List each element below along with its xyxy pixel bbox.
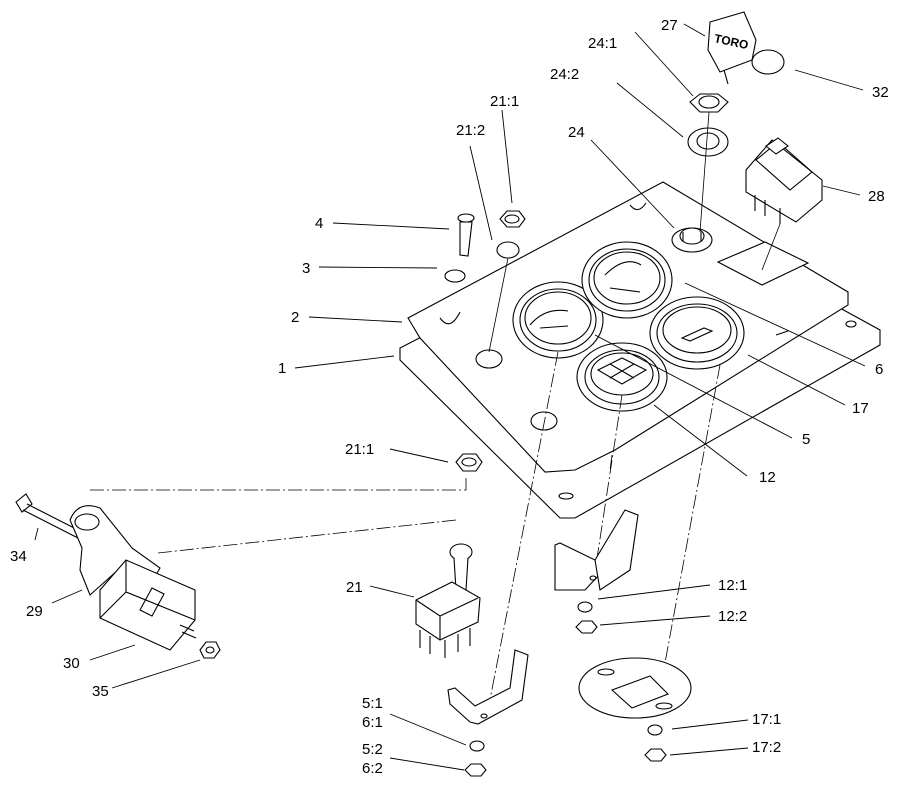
panel-slot	[558, 492, 574, 500]
center-line	[593, 394, 623, 579]
panel-notch	[629, 202, 647, 211]
center-line	[88, 478, 467, 491]
switch-cutout	[716, 241, 810, 286]
callout-21-2: 21:2	[456, 122, 485, 139]
interlock-switch-30	[99, 559, 197, 651]
callout-6-2: 6:2	[362, 760, 383, 777]
callout-24-2: 24:2	[550, 66, 579, 83]
ignition-switch-24	[671, 227, 713, 253]
panel-notch	[439, 311, 461, 325]
toggle-switch-21	[415, 543, 481, 658]
nut-35	[199, 641, 221, 659]
center-line	[157, 519, 457, 554]
callout-28: 28	[868, 188, 885, 205]
callout-2: 2	[291, 309, 299, 326]
callout-30: 30	[63, 655, 80, 672]
callout-21: 21	[346, 579, 363, 596]
callout-17-1: 17:1	[752, 711, 781, 728]
axis-line	[488, 257, 509, 353]
panel-logo-mark	[775, 330, 789, 336]
nut-17-2	[644, 748, 667, 762]
callout-32: 32	[872, 84, 889, 101]
callout-17-2: 17:2	[752, 739, 781, 756]
callout-6-1: 6:1	[362, 714, 383, 731]
gauge-5	[512, 281, 604, 359]
callout-21-1-top: 21:1	[490, 93, 519, 110]
callout-21-1-lower: 21:1	[345, 441, 374, 458]
callout-34: 34	[10, 548, 27, 565]
rocker-switch-28	[745, 137, 823, 271]
lockwasher-12-1	[577, 601, 593, 613]
lockwasher-17-1	[647, 724, 663, 736]
washer-3	[444, 269, 466, 283]
panel-hole	[530, 411, 558, 431]
hour-meter-17	[649, 296, 745, 370]
axis-line	[699, 111, 710, 233]
callout-29: 29	[26, 603, 43, 620]
panel-hole	[475, 349, 503, 369]
nut-21-1-lower	[455, 453, 483, 472]
center-line	[659, 364, 721, 691]
callout-5: 5	[802, 431, 810, 448]
nut-12-2	[575, 620, 598, 634]
gauge-6	[581, 241, 673, 319]
panel-slot	[845, 320, 857, 328]
callout-17: 17	[852, 400, 869, 417]
bracket-17	[578, 657, 692, 719]
bracket-12	[554, 509, 639, 591]
nut-21-1-top	[499, 210, 526, 228]
indicator-light-12	[576, 342, 668, 412]
callout-labels: 4 3 2 1 21:2 21:1 21:1 24:1 24:2 24 27 3…	[10, 17, 889, 777]
callout-35: 35	[92, 683, 109, 700]
leader-lines	[34, 23, 866, 771]
callout-4: 4	[315, 215, 323, 232]
callout-5-1: 5:1	[362, 695, 383, 712]
key-27: TORO	[707, 11, 785, 85]
callout-24: 24	[568, 124, 585, 141]
nut-5-2	[464, 763, 487, 777]
callout-27: 27	[661, 17, 678, 34]
screw-4	[457, 213, 475, 257]
lockwasher-5-1	[469, 740, 485, 752]
center-line	[485, 351, 559, 721]
callout-5-2: 5:2	[362, 741, 383, 758]
center-line	[609, 454, 613, 471]
callout-6: 6	[875, 361, 883, 378]
callout-12-1: 12:1	[718, 577, 747, 594]
callout-12: 12	[759, 469, 776, 486]
callout-12-2: 12:2	[718, 608, 747, 625]
callout-1: 1	[278, 360, 286, 377]
nut-24-1	[689, 93, 729, 113]
key-ring-32	[751, 49, 785, 75]
bracket-5-6	[447, 649, 529, 725]
washer-24-2	[687, 127, 729, 157]
washer-21-2	[496, 241, 520, 259]
callout-3: 3	[302, 260, 310, 277]
callout-24-1: 24:1	[588, 35, 617, 52]
